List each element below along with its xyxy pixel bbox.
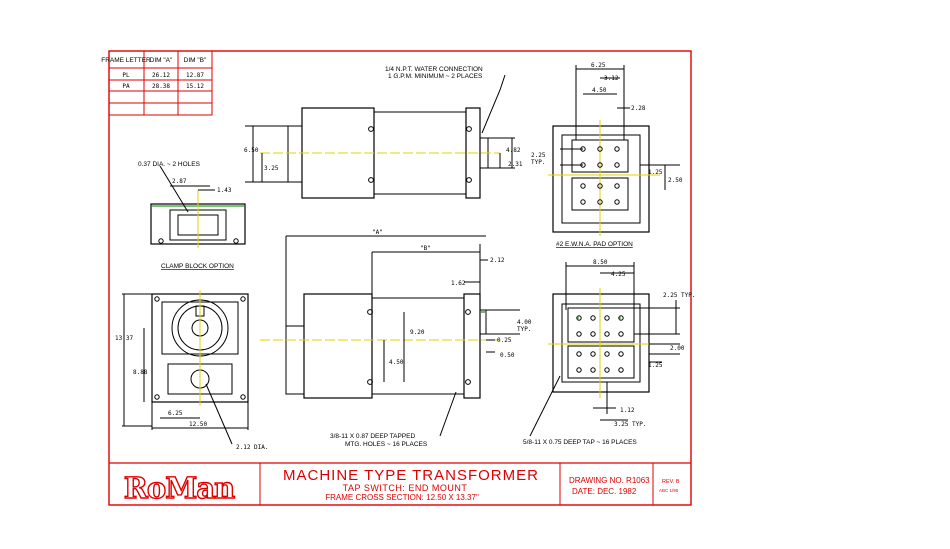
dim-label: "B" <box>420 245 431 252</box>
mtg-note-line-1: 3/8-11 X 0.87 DEEP TAPPED <box>330 433 415 440</box>
dim-label: 2.00 <box>670 345 685 352</box>
dim-label: 4.50 <box>592 87 607 94</box>
revision: REV. B <box>662 479 680 485</box>
dim-label: 3.25 <box>264 165 279 172</box>
drawing-date: DATE: DEC. 1982 <box>572 487 637 496</box>
dim-label: "A" <box>372 229 383 236</box>
frame-table: FRAME LETTER DIM "A" DIM "B" PL 26.12 12… <box>101 50 213 116</box>
revision-note: ABC 1/90 <box>659 488 679 493</box>
dim-label: 6.50 <box>244 147 259 154</box>
frame-section: FRAME CROSS SECTION: 12.50 X 13.37" <box>325 493 479 502</box>
dim-label: 1.25 <box>648 362 663 369</box>
title-block: RoMan MACHINE TYPE TRANSFORMER TAP SWITC… <box>109 462 691 506</box>
dim-label: 4.82 <box>506 147 521 154</box>
front-end-view: 13.37 8.88 6.25 12.50 2.12 DIA. <box>115 290 269 451</box>
end-view-taps: 8.50 4.25 2.25 TYP. 2.00 1.25 1.12 3.25 … <box>523 259 696 446</box>
tap-note: 5/8-11 X 0.75 DEEP TAP ~ 16 PLACES <box>523 439 637 446</box>
dim-label: 1.43 <box>217 187 232 194</box>
mtg-note-line-2: MTG. HOLES ~ 16 PLACES <box>345 441 428 448</box>
dim-label: 12.50 <box>189 421 207 428</box>
top-side-view: 6.50 3.25 4.82 2.31 1/4 N.P.T. WATER CON… <box>244 66 523 199</box>
drawing-border <box>108 50 692 506</box>
clamp-block-view: 2.87 1.43 0.37 DIA. ~ 2 HOLES CLAMP BLOC… <box>138 161 246 270</box>
dim-label: TYP. <box>531 159 545 166</box>
main-side-view: "A" "B" 2.12 1.62 9.20 4.50 4.00 TYP. 0.… <box>260 229 532 448</box>
frame-table-cell: 15.12 <box>186 83 204 90</box>
dim-label: 4.00 <box>517 319 532 326</box>
dim-label: 6.25 <box>168 410 183 417</box>
dim-label: 0.25 <box>497 337 512 344</box>
water-note-line-2: 1 G.P.M. MINIMUM ~ 2 PLACES <box>388 73 483 80</box>
pad-option-view: 6.25 3.12 4.50 2.28 2.25 TYP. 1.25 2.50 … <box>531 62 683 248</box>
drawing-subtitle: TAP SWITCH: END MOUNT <box>343 483 468 493</box>
dim-label: 1.62 <box>451 280 466 287</box>
dia-note: 2.12 DIA. <box>236 444 269 451</box>
dim-label: 2.25 <box>531 152 546 159</box>
dim-label: TYP. <box>517 326 531 333</box>
dim-label: 3.25 TYP. <box>614 421 647 428</box>
dim-label: 4.25 <box>611 271 626 278</box>
dim-label: 8.88 <box>133 369 148 376</box>
dim-label: 4.50 <box>389 359 404 366</box>
frame-table-cell: PA <box>122 83 130 90</box>
dim-label: 1.25 <box>648 169 663 176</box>
dim-label: 2.28 <box>631 105 646 112</box>
water-note-line-1: 1/4 N.P.T. WATER CONNECTION <box>385 66 483 73</box>
clamp-hole-note: 0.37 DIA. ~ 2 HOLES <box>138 161 201 168</box>
dim-label: 2.50 <box>668 177 683 184</box>
dim-label: 2.25 TYP. <box>663 292 696 299</box>
dim-label: 3.12 <box>604 75 619 82</box>
frame-table-cell: PL <box>122 72 130 79</box>
dim-label: 13.37 <box>115 335 133 342</box>
frame-table-cell: 12.87 <box>186 72 204 79</box>
roman-logo: RoMan <box>124 471 235 505</box>
frame-table-header-1: FRAME LETTER <box>101 57 151 64</box>
frame-table-header-3: DIM "B" <box>184 57 207 64</box>
frame-table-cell: 28.38 <box>152 83 170 90</box>
frame-table-header-2: DIM "A" <box>150 57 173 64</box>
dim-label: 0.50 <box>500 352 515 359</box>
clamp-block-option-label: CLAMP BLOCK OPTION <box>161 263 234 270</box>
drawing-title: MACHINE TYPE TRANSFORMER <box>283 467 539 484</box>
drawing-number: DRAWING NO. R1063 <box>569 476 650 485</box>
dim-label: 9.20 <box>410 329 425 336</box>
dim-label: 2.87 <box>172 178 187 185</box>
dim-label: 1.12 <box>620 407 635 414</box>
pad-option-label: #2 E.W.N.A. PAD OPTION <box>556 241 633 248</box>
dim-label: 2.31 <box>508 161 523 168</box>
dim-label: 2.12 <box>490 257 505 264</box>
dim-label: 8.50 <box>593 259 608 266</box>
frame-table-cell: 26.12 <box>152 72 170 79</box>
dim-label: 6.25 <box>591 62 606 69</box>
